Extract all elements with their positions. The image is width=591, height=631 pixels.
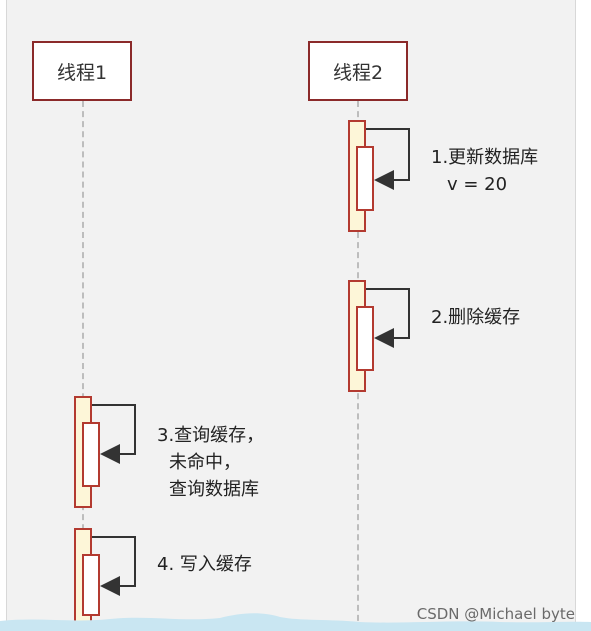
message-3-line-3: 查询数据库 [169, 479, 259, 500]
diagram-canvas [6, 0, 576, 631]
message-3-label: 3.查询缓存， 未命中， 查询数据库 [157, 422, 264, 503]
message-2-label: 2.删除缓存 [431, 304, 520, 331]
activation-thread2-step1-inner [356, 146, 374, 211]
self-call-arrow-2 [366, 288, 410, 348]
bottom-wave-decoration [0, 613, 591, 631]
message-2-line-1: 2.删除缓存 [431, 307, 521, 328]
message-1-line-1: 1.更新数据库 [431, 147, 539, 168]
thread-1-label: 线程1 [56, 61, 108, 84]
self-call-arrow-1 [366, 128, 410, 190]
message-4-label: 4. 写入缓存 [157, 551, 252, 578]
thread-2-box: 线程2 [308, 41, 408, 101]
message-3-line-2: 未命中， [169, 452, 241, 473]
thread-2-label: 线程2 [332, 61, 384, 84]
message-1-label: 1.更新数据库 v = 20 [431, 144, 538, 198]
message-3-line-1: 3.查询缓存， [157, 425, 265, 446]
watermark: CSDN @Michael byte [416, 605, 575, 623]
thread-1-box: 线程1 [32, 41, 132, 101]
message-1-line-2: v = 20 [447, 174, 508, 195]
self-call-arrow-3 [92, 404, 136, 464]
activation-thread1-step4-inner [82, 554, 100, 616]
activation-thread2-step2-inner [356, 306, 374, 371]
self-call-arrow-4 [92, 536, 136, 596]
message-4-line-1: 4. 写入缓存 [157, 554, 252, 575]
thread-1-lifeline [82, 101, 84, 631]
activation-thread1-step3-inner [82, 422, 100, 487]
